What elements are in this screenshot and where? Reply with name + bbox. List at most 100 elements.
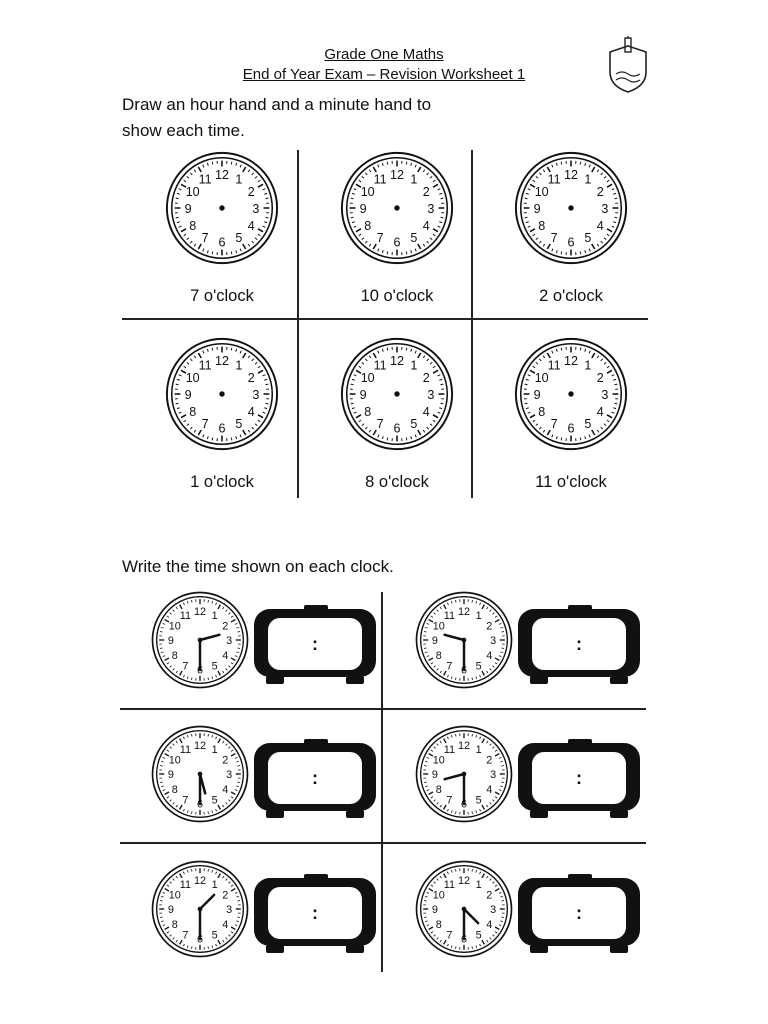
clock-numeral: 12 [458,606,470,618]
clock-numeral: 2 [222,621,228,633]
clock-numeral: 3 [252,202,259,216]
clock-numeral: 5 [476,660,482,672]
digital-clock-answer-box[interactable]: : [516,604,642,691]
clock-numeral: 4 [486,919,492,931]
clock-numeral: 9 [360,388,367,402]
clock-numeral: 5 [212,660,218,672]
clock-numeral: 6 [568,236,575,250]
clock-numeral: 7 [377,231,384,245]
clock-numeral: 7 [551,417,558,431]
clock-numeral: 5 [235,417,242,431]
digital-clock-answer-box[interactable]: : [252,604,378,691]
clock-numeral: 8 [172,784,178,796]
clock-numeral: 5 [584,417,591,431]
clock-numeral: 12 [194,875,206,887]
clock-numeral: 11 [444,879,455,891]
clock-numeral: 5 [410,231,417,245]
instruction-write-time: Write the time shown on each clock. [122,557,394,576]
clock-numeral: 7 [551,231,558,245]
clock-numeral: 4 [423,405,430,419]
clock-numeral: 12 [458,875,470,887]
clock-numeral: 9 [432,769,438,781]
clock-time-label: 7 o'clock [190,287,254,305]
clock-numeral: 1 [212,879,218,891]
worksheet-subtitle: End of Year Exam – Revision Worksheet 1 [242,66,526,83]
clock-numeral: 11 [374,359,387,373]
clock-numeral: 3 [490,635,496,647]
clock-numeral: 12 [390,168,404,182]
clock-numeral: 12 [194,740,206,752]
clock-numeral: 5 [212,929,218,941]
clock-numeral: 9 [185,202,192,216]
clock-numeral: 2 [248,371,255,385]
clock-numeral: 5 [212,794,218,806]
clock-numeral: 9 [185,388,192,402]
clock-numeral: 12 [215,354,229,368]
clock-time-label: 1 o'clock [190,473,254,491]
clock-numeral: 2 [597,185,604,199]
clock-numeral: 10 [169,755,181,767]
clock-numeral: 3 [252,388,259,402]
clock-numeral: 1 [410,173,417,187]
hour-hand [462,907,480,925]
clock-numeral: 10 [169,621,181,633]
clock-numeral: 10 [433,755,445,767]
clock-numeral: 10 [535,371,549,385]
digital-clock-colon: : [312,768,318,788]
clock-numeral: 8 [364,405,371,419]
clock-numeral: 10 [186,371,200,385]
grid-divider-vertical-3 [381,592,383,972]
clock-numeral: 8 [172,650,178,662]
grid-divider-horizontal-3 [120,842,646,844]
clock-numeral: 11 [374,173,387,187]
clock-numeral: 7 [377,417,384,431]
clock-numeral: 11 [180,744,191,756]
clock-numeral: 9 [534,388,541,402]
clock-numeral: 7 [446,929,452,941]
clock-numeral: 8 [189,219,196,233]
clock-numeral: 4 [248,219,255,233]
hour-hand [198,893,216,911]
clock-numeral: 3 [226,769,232,781]
clock-numeral: 7 [182,660,188,672]
digital-clock-answer-box[interactable]: : [516,873,642,960]
clock-numeral: 2 [423,371,430,385]
grid-divider-horizontal [122,318,648,320]
digital-clock-answer-box[interactable]: : [252,738,378,825]
clock-numeral: 1 [476,879,482,891]
grid-divider-vertical-2 [471,150,473,498]
clock-time-label: 2 o'clock [539,287,603,305]
clock-numeral: 2 [486,621,492,633]
clock-numeral: 10 [186,185,200,199]
clock-numeral: 8 [436,784,442,796]
clock-numeral: 12 [564,168,578,182]
clock-numeral: 9 [534,202,541,216]
clock-time-label: 11 o'clock [535,473,607,491]
clock-numeral: 7 [202,231,209,245]
clock-numeral: 2 [222,755,228,767]
clock-numeral: 11 [180,610,191,622]
clock-numeral: 4 [597,405,604,419]
clock-numeral: 5 [235,231,242,245]
clock-numeral: 3 [226,635,232,647]
grid-divider-horizontal-2 [120,708,646,710]
clock-numeral: 12 [458,740,470,752]
clock-numeral: 6 [219,236,226,250]
clock-time-label: 8 o'clock [365,473,429,491]
digital-clock-answer-box[interactable]: : [252,873,378,960]
digital-clock-answer-box[interactable]: : [516,738,642,825]
clock-numeral: 4 [222,650,228,662]
clock-numeral: 9 [168,769,174,781]
clock-numeral: 1 [212,610,218,622]
clock-numeral: 9 [168,635,174,647]
